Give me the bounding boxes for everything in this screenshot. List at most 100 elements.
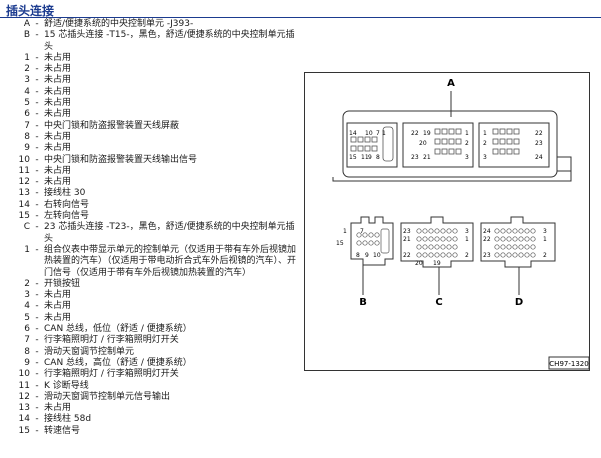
item-dash: - bbox=[35, 346, 39, 357]
label-c: C bbox=[435, 297, 442, 308]
list-item: 3-未占用 bbox=[12, 290, 300, 301]
item-dash: - bbox=[35, 177, 39, 188]
plug-b: 1 7 15 8 9 10 B bbox=[336, 216, 394, 308]
item-dash: - bbox=[35, 403, 39, 414]
pin-10: 10 bbox=[373, 252, 381, 259]
list-item: 2-开锁按钮 bbox=[12, 279, 300, 290]
pin-22: 22 bbox=[483, 236, 491, 243]
item-dash: - bbox=[35, 369, 39, 380]
item-text: 接线柱 58d bbox=[44, 414, 92, 425]
item-text: 未占用 bbox=[44, 312, 72, 323]
list-item: 8-未占用 bbox=[12, 132, 300, 143]
item-text: 未占用 bbox=[44, 52, 72, 63]
item-key: 9 bbox=[24, 357, 30, 368]
item-key: 1 bbox=[24, 52, 30, 63]
item-text: 未占用 bbox=[44, 143, 72, 154]
item-text: 23 芯插头连接 -T23-，黑色，舒适/便捷系统的中央控制单元插头 bbox=[44, 222, 295, 244]
item-text: 未占用 bbox=[44, 301, 72, 312]
item-dash: - bbox=[35, 98, 39, 109]
item-text: 中央门锁和防盗报警装置天线屏蔽 bbox=[44, 120, 180, 131]
item-text: 转速信号 bbox=[44, 425, 81, 436]
item-text: 行李箱照明灯 / 行李箱照明灯开关 bbox=[44, 369, 179, 380]
connector-diagram: A 14 10 7 1 15 11 9 8 bbox=[304, 72, 590, 371]
item-dash: - bbox=[35, 391, 39, 402]
item-dash: - bbox=[35, 52, 39, 63]
pin-15: 15 bbox=[349, 154, 357, 161]
item-key: 13 bbox=[18, 403, 30, 414]
item-key: 12 bbox=[18, 391, 30, 402]
item-dash: - bbox=[35, 64, 39, 75]
unit-connector-c: 22 19 1 20 2 23 21 3 bbox=[402, 122, 474, 168]
unit-connector-b: 14 10 7 1 15 11 9 8 bbox=[346, 122, 398, 168]
pin-1: 1 bbox=[382, 130, 386, 137]
pin-19: 19 bbox=[423, 130, 431, 137]
item-dash: - bbox=[35, 109, 39, 120]
item-key: 3 bbox=[24, 290, 30, 301]
list-item: 2-未占用 bbox=[12, 64, 300, 75]
pin-19: 19 bbox=[433, 260, 441, 267]
item-text: 未占用 bbox=[44, 64, 72, 75]
list-item: 14-接线柱 58d bbox=[12, 414, 300, 425]
list-item: 4-未占用 bbox=[12, 301, 300, 312]
pin-3: 3 bbox=[543, 228, 547, 235]
item-key: 14 bbox=[18, 199, 30, 210]
item-text: 未占用 bbox=[44, 403, 72, 414]
unit-connector-d: 1 22 2 23 3 24 bbox=[478, 122, 550, 168]
pin-9: 9 bbox=[368, 154, 372, 161]
item-key: 2 bbox=[24, 278, 30, 289]
item-key: 5 bbox=[24, 98, 30, 109]
pin-14: 14 bbox=[349, 130, 357, 137]
label-a: A bbox=[447, 78, 455, 89]
list-item: 9-未占用 bbox=[12, 143, 300, 154]
item-key: 3 bbox=[24, 75, 30, 86]
pin-2: 2 bbox=[483, 140, 487, 147]
item-dash: - bbox=[35, 380, 39, 391]
plug-d: 24 3 22 1 23 2 D bbox=[480, 216, 556, 308]
pin-1: 1 bbox=[343, 228, 347, 235]
item-text: 未占用 bbox=[44, 86, 72, 97]
list-item: C-23 芯插头连接 -T23-，黑色，舒适/便捷系统的中央控制单元插头 bbox=[12, 222, 300, 245]
item-dash: - bbox=[35, 199, 39, 210]
item-text: CAN 总线，高位（舒适 / 便捷系统） bbox=[44, 357, 192, 368]
pin-1: 1 bbox=[465, 130, 469, 137]
item-text: 未占用 bbox=[44, 177, 72, 188]
item-dash: - bbox=[35, 154, 39, 165]
item-dash: - bbox=[35, 222, 39, 233]
item-dash: - bbox=[35, 120, 39, 131]
item-text: 15 芯插头连接 -T15-，黑色，舒适/便捷系统的中央控制单元插头 bbox=[44, 30, 295, 52]
list-item: 11-K 诊断导线 bbox=[12, 381, 300, 392]
pin-22: 22 bbox=[403, 252, 411, 259]
list-item: 15-转速信号 bbox=[12, 426, 300, 437]
pin-2: 2 bbox=[543, 252, 547, 259]
list-item: 10-中央门锁和防盗报警装置天线输出信号 bbox=[12, 155, 300, 166]
item-key: 15 bbox=[18, 425, 30, 436]
list-item: 5-未占用 bbox=[12, 98, 300, 109]
item-key: 12 bbox=[18, 177, 30, 188]
pin-23: 23 bbox=[535, 140, 543, 147]
item-key: B bbox=[23, 30, 30, 41]
list-item: 4-未占用 bbox=[12, 87, 300, 98]
item-dash: - bbox=[35, 335, 39, 346]
connector-diagram-svg: A 14 10 7 1 15 11 9 8 bbox=[332, 78, 590, 370]
item-text: 舒适/便捷系统的中央控制单元 -J393- bbox=[44, 19, 194, 29]
item-dash: - bbox=[35, 278, 39, 289]
pin-1: 1 bbox=[483, 130, 487, 137]
item-dash: - bbox=[35, 357, 39, 368]
pin-11: 11 bbox=[361, 154, 369, 161]
item-key: 2 bbox=[24, 64, 30, 75]
pin-7: 7 bbox=[376, 130, 380, 137]
pin-22: 22 bbox=[535, 130, 543, 137]
pin-20: 20 bbox=[415, 260, 423, 267]
item-key: 4 bbox=[24, 86, 30, 97]
item-key: 8 bbox=[24, 346, 30, 357]
item-text: 接线柱 30 bbox=[44, 188, 86, 199]
pin-23: 23 bbox=[403, 228, 411, 235]
item-key: 14 bbox=[18, 414, 30, 425]
item-dash: - bbox=[35, 86, 39, 97]
list-item: 3-未占用 bbox=[12, 75, 300, 86]
list-item: 6-CAN 总线，低位（舒适 / 便捷系统） bbox=[12, 324, 300, 335]
list-item: 12-未占用 bbox=[12, 177, 300, 188]
item-text: 组合仪表中带显示单元的控制单元（仅适用于带有车外后视镜加热装置的汽车）（仅适用于… bbox=[44, 244, 297, 278]
item-dash: - bbox=[35, 19, 39, 29]
list-item: 11-未占用 bbox=[12, 166, 300, 177]
